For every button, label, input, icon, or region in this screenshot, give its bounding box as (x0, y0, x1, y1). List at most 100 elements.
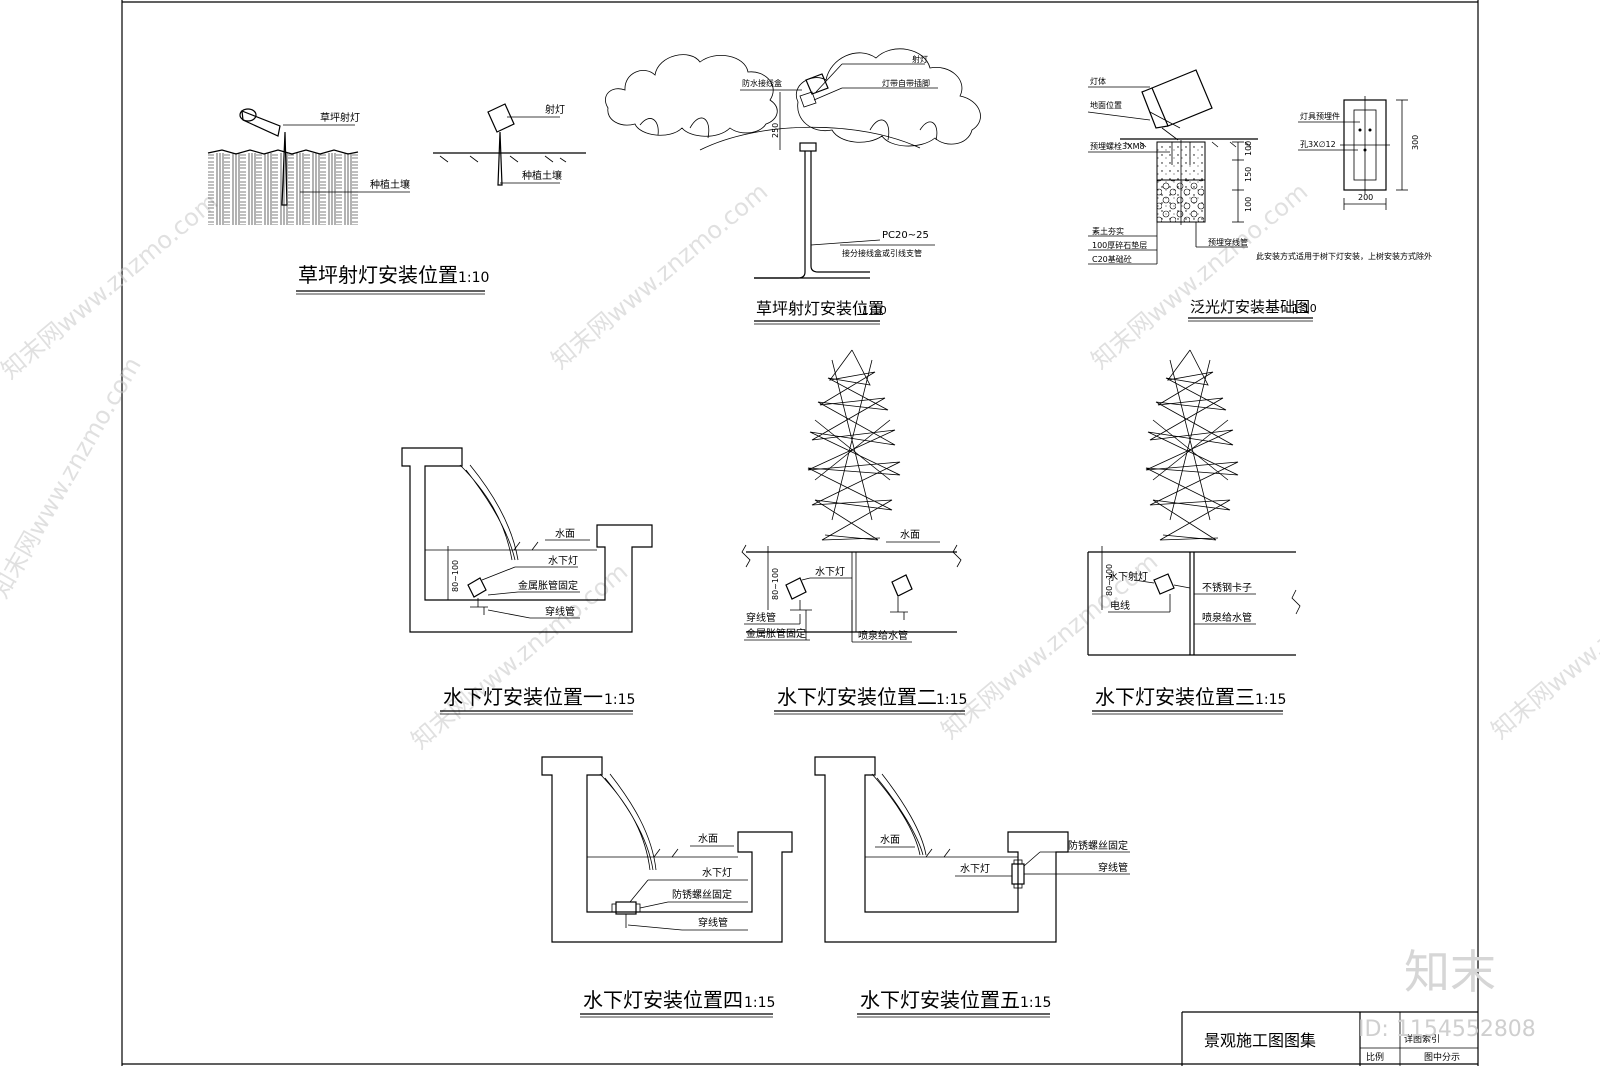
label-lamp: 水下灯 (815, 566, 845, 578)
watermark-text: 知末网www.znzmo.com (0, 352, 147, 603)
label-feed: 喷泉给水管 (1202, 611, 1252, 624)
title-block-scale-label: 比例 (1366, 1051, 1384, 1063)
label-pipe: PC20~25 (882, 230, 929, 241)
label-gravel: 100厚碎石垫层 (1092, 240, 1147, 250)
detail-scale: 1:10 (1292, 302, 1317, 315)
dim-200: 200 (1358, 193, 1373, 202)
label-note: 此安装方式适用于树下灯安装，上树安装方式除外 (1256, 251, 1432, 261)
underwater-lamp-icon (890, 574, 913, 620)
watermark-text: 知末网www.znzmo.com (546, 178, 773, 375)
detail-underwater-3: 80~100 水下射灯 不锈钢卡子 电线 喷泉给水管 水下灯安装位置三 1:15 (1087, 349, 1301, 715)
title-block-set-name: 景观施工图图集 (1204, 1031, 1316, 1050)
watermark-text: 知末网www.znzmo.com (0, 188, 223, 385)
label-water: 水面 (900, 529, 920, 541)
detail-title: 水下灯安装位置一 (443, 685, 603, 709)
underwater-lamp-icon (611, 901, 641, 928)
label-box: 防水接线盒 (742, 78, 782, 88)
label-pipe: 预埋穿线管 (1208, 237, 1248, 247)
embed-plan: 300 200 灯具预埋件 孔3X∅12 (1298, 96, 1420, 210)
tree-canopy-icon (605, 48, 981, 151)
label-fix: 金属胀管固定 (518, 579, 578, 592)
label-lamp: 草坪射灯 (320, 111, 360, 124)
dim-80-100: 80~100 (771, 568, 780, 600)
label-water: 水面 (880, 834, 900, 846)
dim-100a: 100 (1244, 141, 1253, 156)
label-embed: 灯具预埋件 (1300, 111, 1340, 121)
label-feed: 喷泉给水管 (858, 629, 908, 642)
detail-scale: 1:15 (1255, 692, 1286, 708)
label-c20: C20基础砼 (1092, 254, 1132, 264)
detail-tree-uplight: 250 射灯 灯带自带插脚 防水接线盒 PC20~25 接分接线盒或引线支管 草… (605, 48, 981, 325)
detail-underwater-5: 水面 水下灯 防锈螺丝固定 穿线管 水下灯安装位置五 1:15 (814, 756, 1130, 1018)
detail-title: 泛光灯安装基础图 (1190, 298, 1310, 316)
label-lamp: 水下射灯 (1108, 571, 1148, 583)
label-fix: 金属胀管固定 (746, 627, 806, 640)
brand-overlay: 知末 ID: 1154552808 (1358, 945, 1536, 1042)
label-lamp: 水下灯 (960, 863, 990, 875)
label-water: 水面 (555, 528, 575, 540)
label-screw: 灯带自带插脚 (882, 78, 930, 88)
label-soil: 素土夯实 (1092, 226, 1124, 236)
detail-scale: 1:15 (604, 692, 635, 708)
floodlight-icon (1141, 69, 1213, 141)
sheet-border (121, 0, 1479, 1066)
detail-lawn-spotlight-2: 射灯 种植土壤 (433, 103, 586, 186)
label-fix: 防锈螺丝固定 (672, 888, 732, 901)
label-lamp: 射灯 (545, 104, 565, 116)
detail-title: 水下灯安装位置四 (583, 988, 743, 1012)
underwater-lamp-icon (1153, 573, 1175, 595)
detail-underwater-1: 水面 80~100 水下灯 金属胀管固定 穿线管 水下灯安装位置一 1:15 (401, 447, 653, 715)
label-soil: 种植土壤 (370, 178, 410, 191)
label-ground: 地面位置 (1090, 100, 1122, 110)
detail-lawn-spotlight-1: 草坪射灯 种植土壤 草坪射灯安装位置 1:10 (207, 108, 489, 295)
label-lamp: 水下灯 (702, 867, 732, 879)
detail-floodlight-foundation: 100 150 100 灯体 地面位置 预埋螺栓3XM8 素土夯实 100厚碎石… (1087, 69, 1432, 322)
detail-title: 草坪射灯安装位置 (756, 299, 884, 318)
label-hole: 孔3X∅12 (1300, 140, 1336, 149)
dim-80-100: 80~100 (1105, 564, 1114, 596)
label-pipe: 穿线管 (545, 605, 575, 618)
fountain-spray-icon (1145, 349, 1239, 541)
label-pipe: 穿线管 (698, 916, 728, 929)
underwater-lamp-icon (785, 577, 812, 618)
dim-300: 300 (1411, 135, 1420, 150)
dim-100b: 100 (1244, 197, 1253, 212)
detail-scale: 1:15 (936, 692, 967, 708)
detail-underwater-4: 水面 水下灯 防锈螺丝固定 穿线管 水下灯安装位置四 1:15 (541, 756, 793, 1018)
detail-scale: 1:10 (862, 304, 887, 317)
label-clip: 不锈钢卡子 (1202, 581, 1252, 594)
detail-scale: 1:10 (458, 270, 489, 286)
title-block-drawing-no: 详图索引 (1404, 1033, 1440, 1045)
dim-80-100: 80~100 (451, 560, 460, 592)
label-pipe-note: 接分接线盒或引线支管 (842, 248, 922, 258)
image-id: ID: 1154552808 (1358, 1017, 1536, 1042)
label-water: 水面 (698, 833, 718, 845)
label-lamp: 射灯 (912, 54, 928, 64)
detail-scale: 1:15 (1020, 995, 1051, 1011)
dim-150: 150 (1244, 167, 1253, 182)
underwater-lamp-icon (467, 577, 488, 615)
spotlight-icon (239, 108, 288, 206)
label-wire: 电线 (1110, 599, 1130, 612)
detail-scale: 1:15 (744, 995, 775, 1011)
title-block: 景观施工图图集 比例 图中分示 详图索引 (1181, 1011, 1478, 1066)
detail-title: 水下灯安装位置二 (777, 685, 937, 709)
label-fix: 防锈螺丝固定 (1068, 839, 1128, 852)
detail-underwater-2: 水面 80~100 水下灯 穿线管 金属胀管固定 喷泉给水管 水下灯安装位置二 … (741, 349, 967, 715)
label-lamp: 水下灯 (548, 555, 578, 567)
label-soil: 种植土壤 (522, 169, 562, 182)
title-block-scale-value: 图中分示 (1424, 1051, 1460, 1063)
detail-title: 水下灯安装位置三 (1095, 685, 1255, 709)
spotlight-icon (799, 73, 829, 108)
detail-title: 水下灯安装位置五 (860, 988, 1020, 1012)
dim-250: 250 (771, 123, 780, 138)
label-pipe: 穿线管 (1098, 861, 1128, 874)
watermarks: 知末网www.znzmo.com 知末网www.znzmo.com 知末网www… (0, 178, 1600, 755)
label-lamp: 灯体 (1090, 76, 1106, 86)
brand-logo: 知末 (1404, 945, 1496, 999)
detail-title: 草坪射灯安装位置 (298, 263, 458, 287)
watermark-text: 知末网www.znzmo.com (1486, 548, 1600, 745)
label-pipe: 穿线管 (746, 611, 776, 624)
label-bolt: 预埋螺栓3XM8 (1090, 141, 1145, 151)
